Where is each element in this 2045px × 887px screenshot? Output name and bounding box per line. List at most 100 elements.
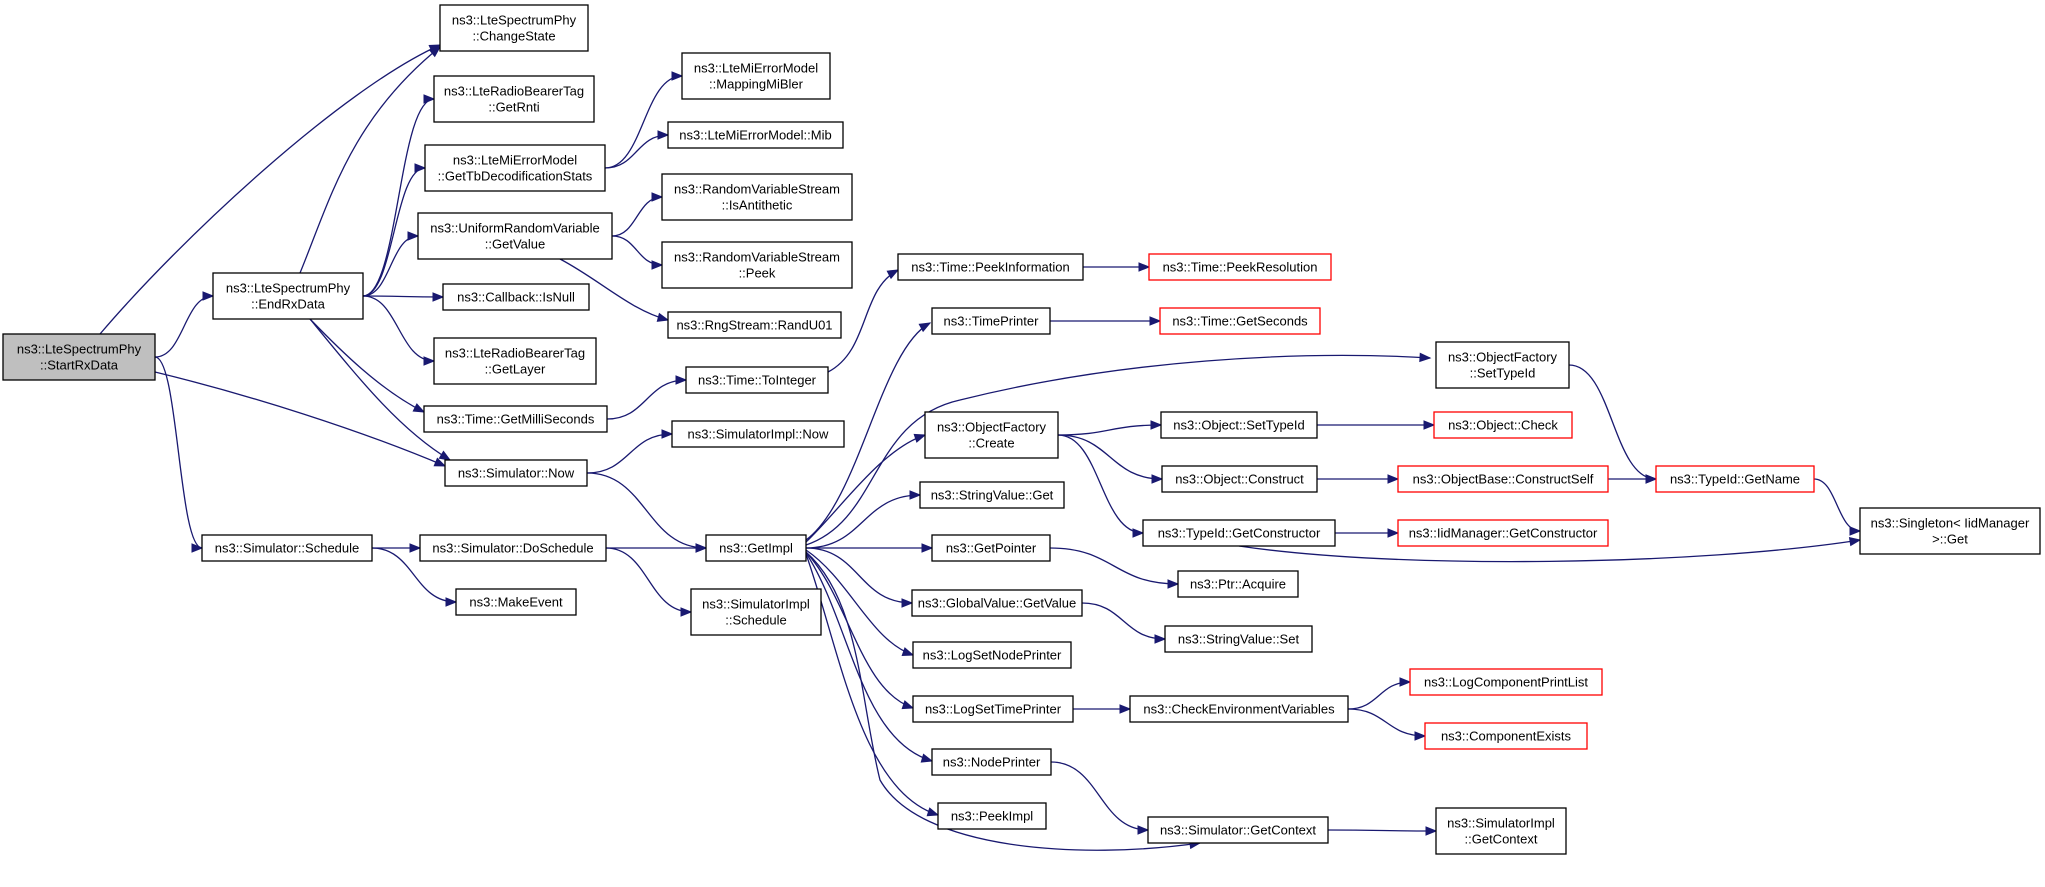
node-label: ns3::SimulatorImpl — [1447, 816, 1555, 831]
node-label: ::GetRnti — [488, 100, 539, 115]
node-checkenv[interactable]: ns3::CheckEnvironmentVariables — [1129, 695, 1349, 723]
edge-arrowhead — [695, 543, 708, 553]
edge-arrowhead — [432, 292, 445, 302]
edge-arrowhead — [423, 356, 436, 366]
node-objsettypeid[interactable]: ns3::Object::SetTypeId — [1160, 411, 1318, 439]
node-logprintlist[interactable]: ns3::LogComponentPrintList — [1409, 668, 1603, 696]
edge-timeprinter-to-getseconds — [1050, 316, 1162, 326]
node-simimplnow[interactable]: ns3::SimulatorImpl::Now — [671, 420, 845, 448]
edge-arrowhead — [1387, 528, 1400, 538]
edge-getimpl-to-ofcreate — [805, 433, 927, 543]
node-label: ns3::Ptr::Acquire — [1190, 577, 1286, 592]
node-getimpl[interactable]: ns3::GetImpl — [705, 534, 807, 562]
node-peek[interactable]: ns3::RandomVariableStream::Peek — [661, 241, 853, 289]
node-box — [931, 307, 1051, 335]
node-endrx[interactable]: ns3::LteSpectrumPhy::EndRxData — [212, 272, 364, 320]
node-simschedule[interactable]: ns3::Simulator::Schedule — [201, 534, 373, 562]
node-ofsettypeid[interactable]: ns3::ObjectFactory::SetTypeId — [1435, 341, 1570, 389]
node-objconstruct[interactable]: ns3::Object::Construct — [1161, 465, 1318, 493]
node-getpointer[interactable]: ns3::GetPointer — [931, 534, 1051, 562]
node-startrx[interactable]: ns3::LteSpectrumPhy::StartRxData — [2, 333, 156, 381]
edge-arrowhead — [1848, 536, 1862, 547]
edge-arrowhead — [909, 490, 922, 500]
edge-arrowhead — [1119, 704, 1132, 714]
edge-arrowhead — [1151, 474, 1164, 484]
node-label: ns3::LteMiErrorModel — [453, 153, 577, 168]
node-peekres[interactable]: ns3::Time::PeekResolution — [1148, 253, 1332, 281]
node-label: ns3::NodePrinter — [943, 755, 1041, 770]
node-box — [1859, 507, 2041, 555]
edge-objsettypeid-to-objcheck — [1316, 420, 1436, 430]
node-uniformget[interactable]: ns3::UniformRandomVariable::GetValue — [417, 212, 613, 260]
node-box — [667, 311, 842, 339]
node-iidgetconstructor[interactable]: ns3::IidManager::GetConstructor — [1397, 519, 1609, 547]
edge-arrowhead — [202, 291, 215, 301]
edge-line — [1327, 829, 1437, 832]
node-mib[interactable]: ns3::LteMiErrorModel::Mib — [667, 121, 844, 149]
node-label: ::MappingMiBler — [709, 77, 804, 92]
node-stringget[interactable]: ns3::StringValue::Get — [919, 481, 1065, 509]
node-label: ::Peek — [739, 266, 776, 281]
node-label: ns3::TypeId::GetName — [1670, 472, 1800, 487]
node-simnow[interactable]: ns3::Simulator::Now — [444, 459, 588, 487]
edge-line — [1049, 547, 1179, 585]
node-getseconds[interactable]: ns3::Time::GetSeconds — [1159, 307, 1321, 335]
edge-line — [827, 269, 899, 373]
node-nodeprinter[interactable]: ns3::NodePrinter — [931, 748, 1052, 776]
node-ofcreate[interactable]: ns3::ObjectFactory::Create — [924, 411, 1059, 459]
edge-arrowhead — [428, 46, 442, 58]
node-isantithetic[interactable]: ns3::RandomVariableStream::IsAntithetic — [661, 173, 853, 221]
node-stringset[interactable]: ns3::StringValue::Set — [1164, 625, 1313, 653]
node-logsettime[interactable]: ns3::LogSetTimePrinter — [912, 695, 1074, 723]
node-label: ::SetTypeId — [1470, 366, 1536, 381]
edge-line — [805, 547, 913, 604]
node-getmilli[interactable]: ns3::Time::GetMilliSeconds — [423, 405, 608, 433]
node-getlayer[interactable]: ns3::LteRadioBearerTag::GetLayer — [433, 337, 597, 385]
node-peekimpl[interactable]: ns3::PeekImpl — [937, 802, 1047, 830]
node-compexists[interactable]: ns3::ComponentExists — [1424, 722, 1588, 750]
node-peekinfo[interactable]: ns3::Time::PeekInformation — [897, 253, 1084, 281]
edge-line — [805, 551, 914, 709]
edge-startrx-to-endrx — [154, 291, 215, 358]
edge-line — [1057, 424, 1162, 436]
node-logsetnode[interactable]: ns3::LogSetNodePrinter — [912, 641, 1072, 669]
node-simimplgetcontext[interactable]: ns3::SimulatorImpl::GetContext — [1435, 807, 1567, 855]
node-mappingmibler[interactable]: ns3::LteMiErrorModel::MappingMiBler — [681, 52, 831, 100]
node-constructself[interactable]: ns3::ObjectBase::ConstructSelf — [1397, 465, 1609, 493]
node-objcheck[interactable]: ns3::Object::Check — [1433, 411, 1573, 439]
node-label: ::GetContext — [1465, 832, 1538, 847]
node-ptracquire[interactable]: ns3::Ptr::Acquire — [1177, 570, 1299, 598]
node-makeevent[interactable]: ns3::MakeEvent — [455, 588, 577, 616]
edge-line — [805, 494, 921, 549]
edge-checkenv-to-logprintlist — [1347, 677, 1412, 710]
node-simimplschedule[interactable]: ns3::SimulatorImpl::Schedule — [690, 588, 822, 636]
node-simgetcontext[interactable]: ns3::Simulator::GetContext — [1147, 816, 1329, 844]
node-singletonget[interactable]: ns3::Singleton< IidManager>::Get — [1859, 507, 2041, 555]
node-isnull[interactable]: ns3::Callback::IsNull — [442, 283, 590, 311]
edge-line — [586, 433, 673, 474]
node-box — [1435, 807, 1567, 855]
node-label: ns3::LogComponentPrintList — [1424, 675, 1588, 690]
node-box — [1397, 519, 1609, 547]
node-getrnti[interactable]: ns3::LteRadioBearerTag::GetRnti — [433, 75, 595, 123]
node-box — [442, 283, 590, 311]
node-gvgetvalue[interactable]: ns3::GlobalValue::GetValue — [911, 589, 1083, 617]
node-doschedule[interactable]: ns3::Simulator::DoSchedule — [419, 534, 607, 562]
node-gettbdec[interactable]: ns3::LteMiErrorModel::GetTbDecodificatio… — [424, 144, 606, 192]
edge-arrowhead — [1167, 579, 1180, 589]
node-label: ns3::Time::GetSeconds — [1172, 314, 1308, 329]
node-randu01[interactable]: ns3::RngStream::RandU01 — [667, 311, 842, 339]
node-box — [1142, 519, 1336, 547]
node-typeidgetname[interactable]: ns3::TypeId::GetName — [1655, 465, 1815, 493]
node-tointeger[interactable]: ns3::Time::ToInteger — [685, 366, 829, 394]
edge-getpointer-to-ptracquire — [1049, 547, 1180, 589]
node-box — [924, 411, 1059, 459]
node-timeprinter[interactable]: ns3::TimePrinter — [931, 307, 1051, 335]
edge-arrowhead — [414, 163, 427, 173]
node-label: ns3::LteMiErrorModel::Mib — [679, 128, 831, 143]
node-changestate[interactable]: ns3::LteSpectrumPhy::ChangeState — [439, 4, 589, 52]
edge-checkenv-to-compexists — [1347, 708, 1427, 741]
node-getconstructor[interactable]: ns3::TypeId::GetConstructor — [1142, 519, 1336, 547]
edge-line — [362, 295, 444, 298]
edge-arrowhead — [191, 543, 204, 553]
